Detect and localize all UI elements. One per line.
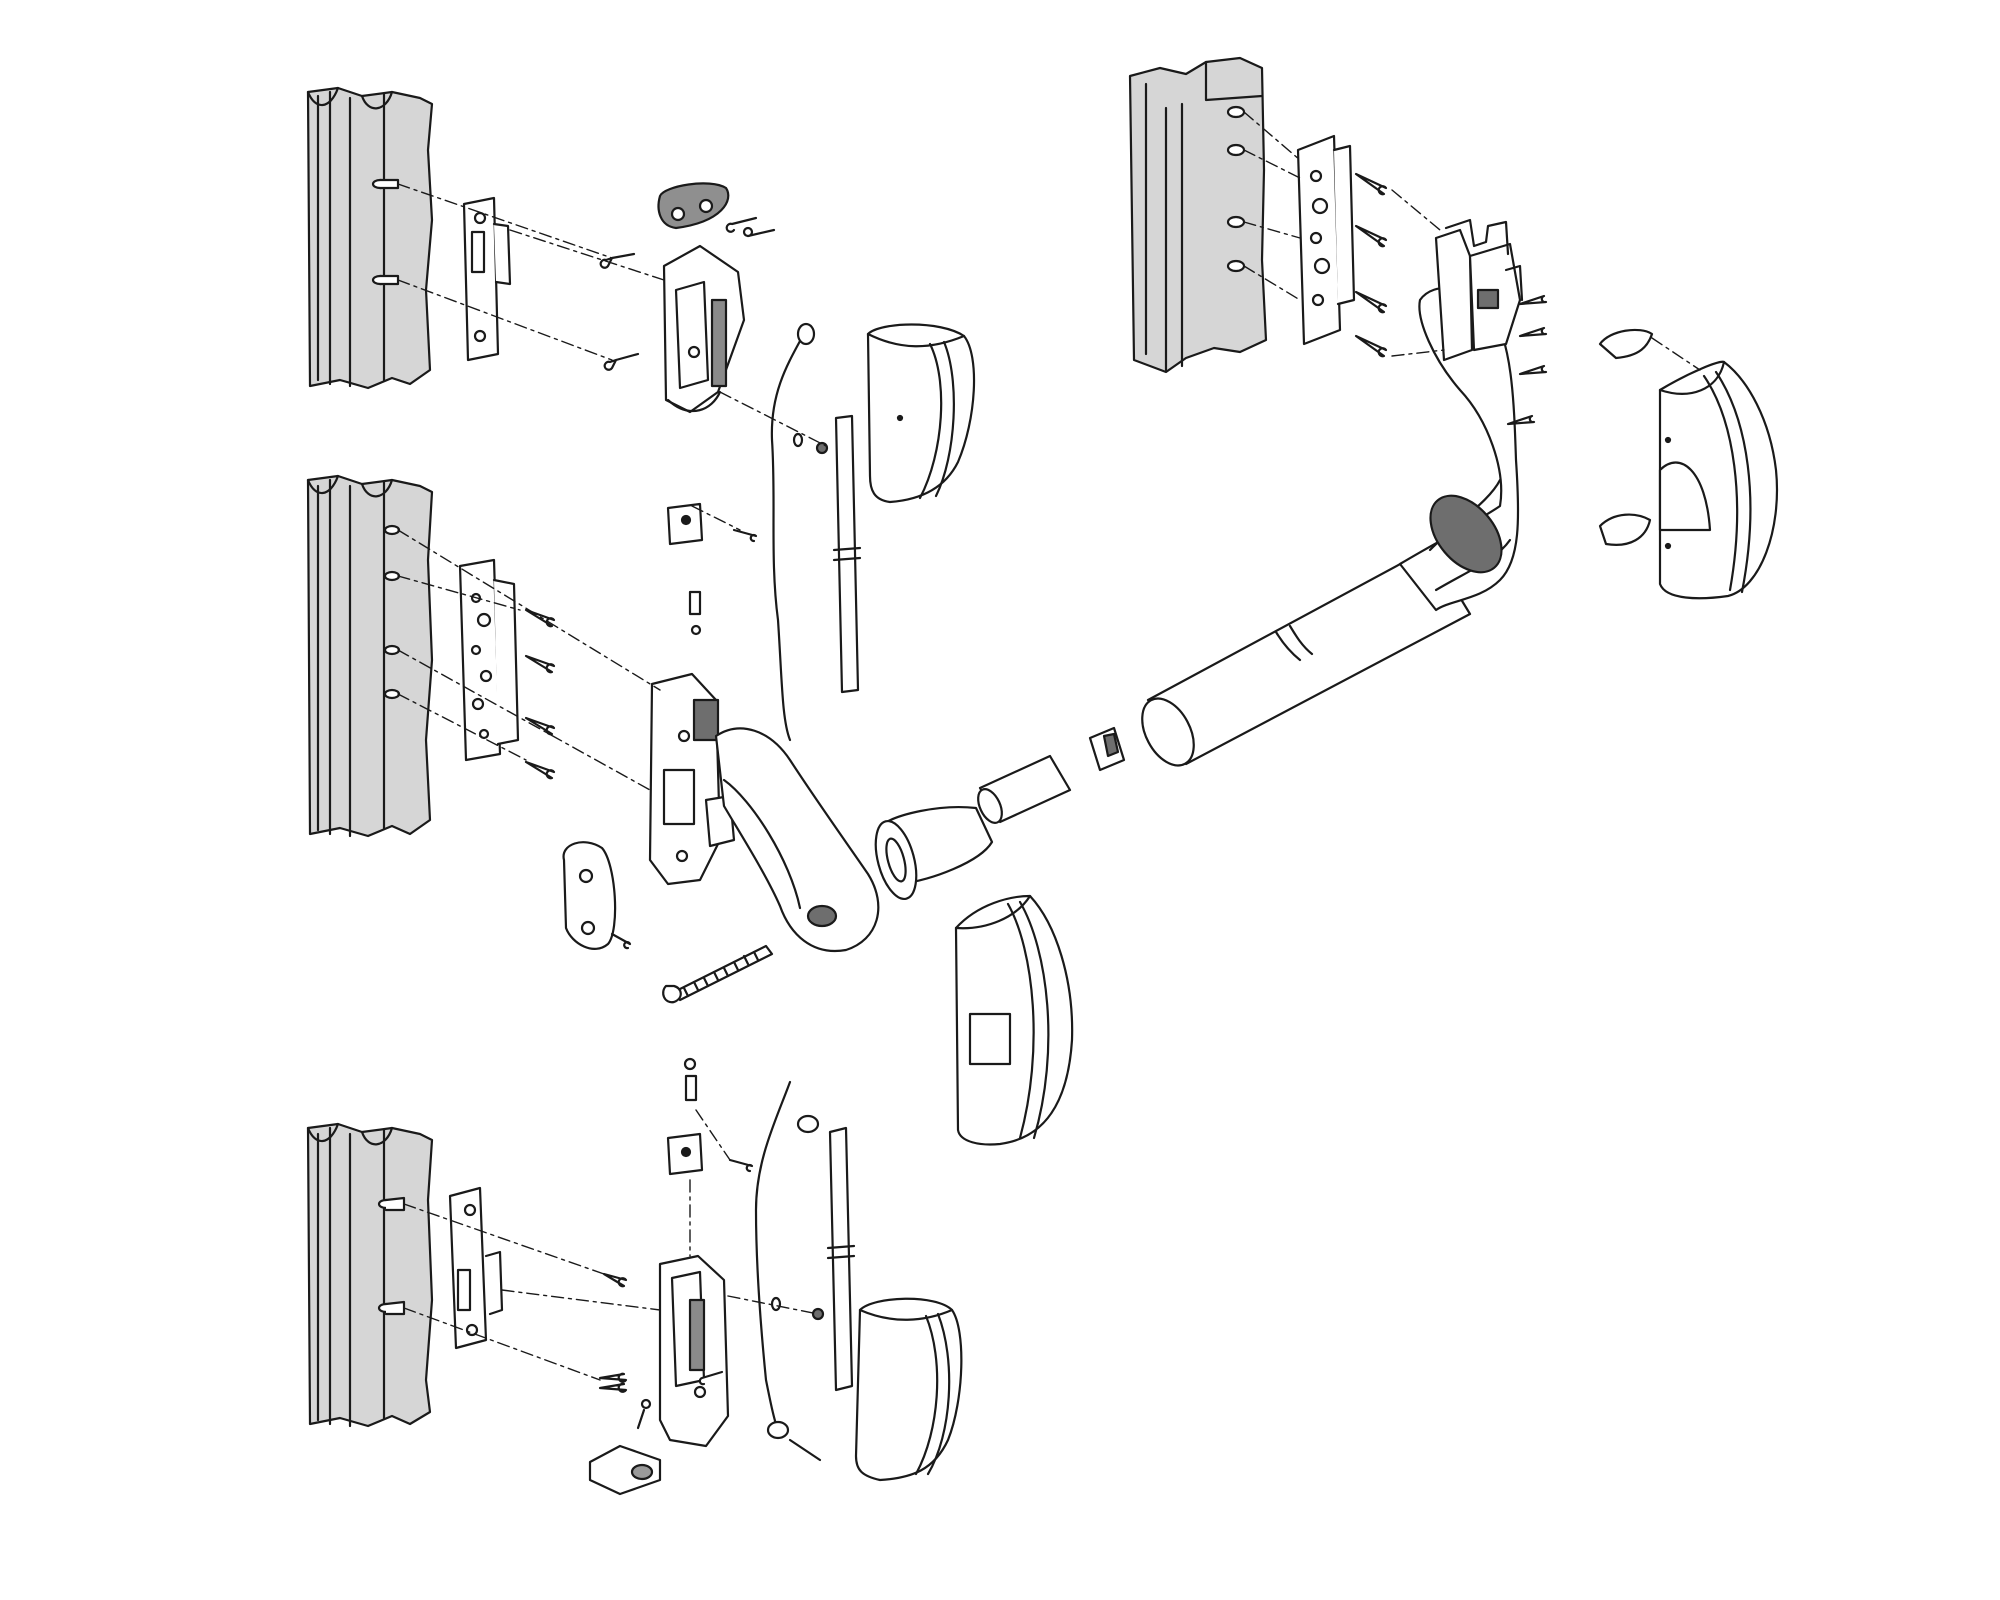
bottom-left-latch-assembly (306, 1057, 963, 1496)
hidden-lines-top-right (1243, 111, 1701, 371)
rod-cable-top (770, 322, 816, 742)
mounting-plate-middle-left (458, 558, 520, 762)
bar-connector-cone (874, 806, 994, 901)
mounting-plate-top-right (1296, 134, 1356, 346)
cover-top-left (866, 323, 976, 504)
latch-body-bottom-left (658, 1254, 730, 1448)
rosette-middle-left (562, 841, 632, 950)
handle-arm-left (714, 727, 880, 953)
top-right-hinge-assembly (1128, 56, 1778, 600)
vertical-rod-bottom (770, 1126, 856, 1392)
small-parts-middle (666, 502, 758, 636)
cover-bottom-left (854, 1297, 963, 1482)
floor-keeper (588, 1398, 662, 1496)
strike-plate-bottom-left (448, 1186, 504, 1350)
screws-middle-left (524, 608, 556, 780)
vertical-rod-top (792, 414, 862, 694)
screws-top-left (599, 216, 776, 371)
screws-bottom-left (598, 1272, 724, 1393)
small-parts-bottom (666, 1057, 754, 1176)
latch-body-top-left (662, 244, 746, 414)
hidden-lines-top-left (397, 183, 831, 449)
door-frame-bottom-left (306, 1122, 434, 1428)
top-left-latch-assembly (306, 86, 976, 742)
cover-middle (954, 894, 1074, 1146)
screws-top-right (1354, 172, 1548, 426)
strike-plate-top-left (462, 196, 512, 362)
rod-cable-bottom (754, 1080, 822, 1462)
door-frame-top-right (1128, 56, 1268, 374)
hinge-cap-top-left (657, 182, 730, 230)
door-frame-top-left (306, 86, 434, 390)
door-frame-middle-left (306, 474, 434, 838)
handle-arm-right (1398, 286, 1520, 612)
hidden-lines-middle-left (397, 505, 741, 791)
end-cap-top-right (1598, 328, 1654, 546)
push-bar-tube (1141, 546, 1472, 767)
cover-top-right (1658, 360, 1778, 600)
middle-left-lock-assembly (306, 474, 880, 1004)
long-screw (662, 944, 774, 1004)
bar-sleeve (977, 726, 1126, 824)
push-bar-assembly (874, 286, 1520, 901)
hinge-block-top-right (1434, 218, 1524, 362)
hidden-lines-bottom-left (403, 1109, 819, 1381)
